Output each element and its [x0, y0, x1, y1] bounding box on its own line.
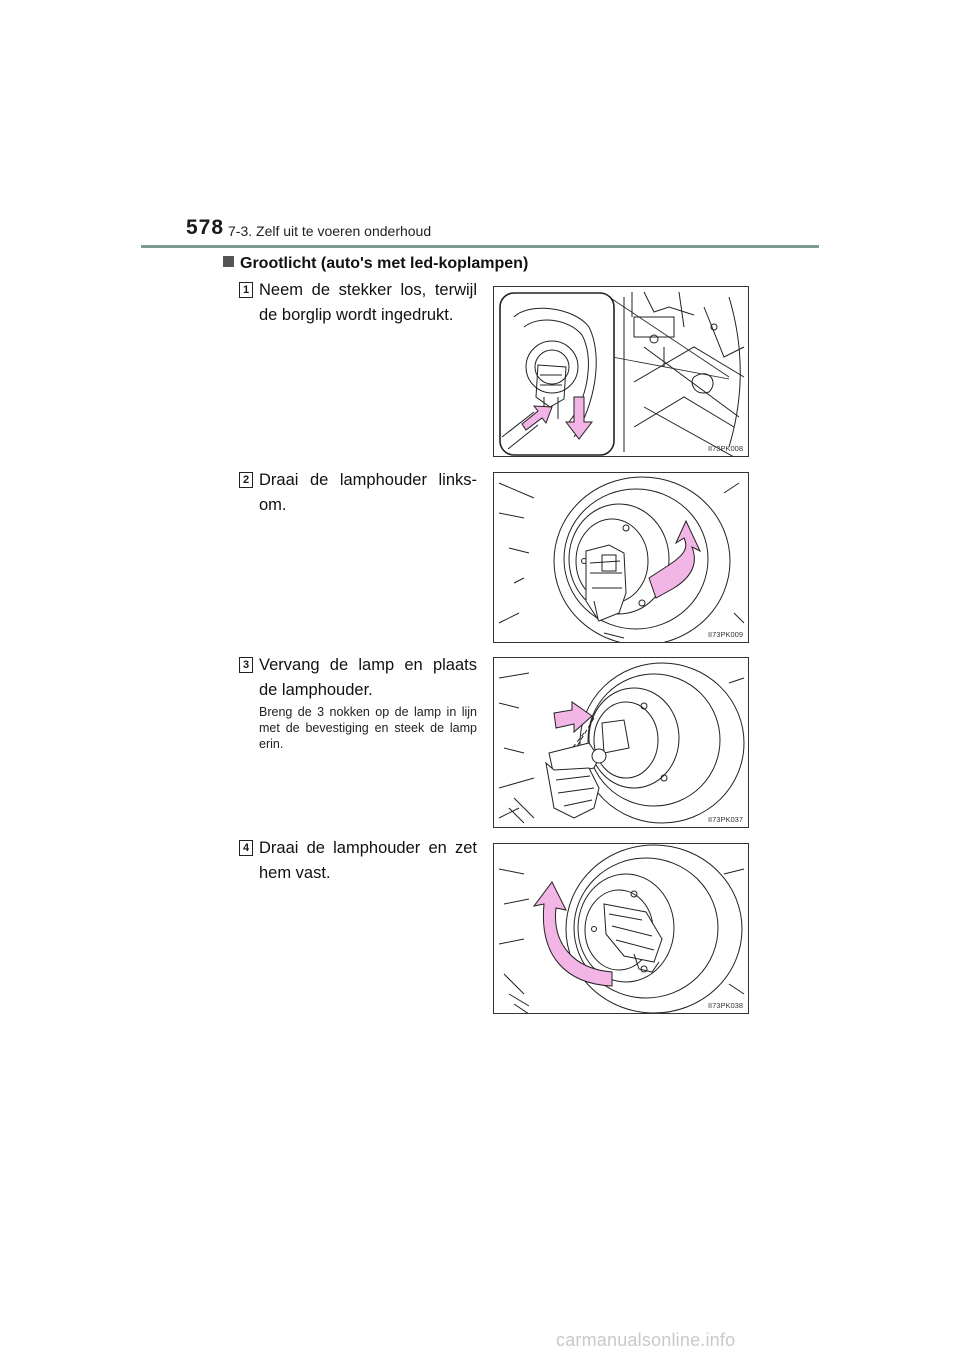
step-note: Breng de 3 nokken op de lamp in lijn met… — [259, 705, 477, 751]
replace-lamp-illustration — [498, 662, 745, 824]
step-number: 2 — [239, 472, 253, 488]
step-number: 3 — [239, 657, 253, 673]
subheading: Grootlicht (auto's met led-koplampen) — [223, 255, 528, 273]
figure-step-4: II73PK038 — [493, 843, 749, 1014]
figure-step-3: II73PK037 — [493, 657, 749, 828]
figure-code: II73PK038 — [707, 1001, 743, 1010]
section-title: 7-3. Zelf uit te voeren onderhoud — [228, 223, 432, 239]
step-number: 1 — [239, 282, 253, 298]
figure-code: II73PK008 — [707, 444, 743, 453]
page-number: 578 — [186, 216, 225, 239]
step-text: Draai de lamphouder links-om. — [259, 471, 477, 514]
step-number: 4 — [239, 840, 253, 856]
figure-step-2: II73PK009 — [493, 472, 749, 643]
rotate-lampholder-left-illustration — [498, 476, 745, 642]
rotate-lampholder-tighten-illustration — [498, 844, 745, 1013]
step-text: Draai de lamphouder en zet hem vast. — [259, 839, 477, 882]
header-rule — [141, 245, 819, 248]
step-text: Neem de stekker los, terwijl de borglip … — [259, 281, 477, 324]
square-bullet-icon — [223, 256, 234, 267]
headlight-connector-illustration — [499, 291, 745, 456]
watermark: carmanualsonline.info — [556, 1330, 736, 1350]
figure-code: II73PK009 — [707, 630, 743, 639]
subheading-text: Grootlicht (auto's met led-koplampen) — [240, 255, 529, 272]
step-text: Vervang de lamp en plaats de lamphouder. — [259, 656, 477, 699]
figure-code: II73PK037 — [707, 815, 743, 824]
figure-step-1: II73PK008 — [493, 286, 749, 457]
